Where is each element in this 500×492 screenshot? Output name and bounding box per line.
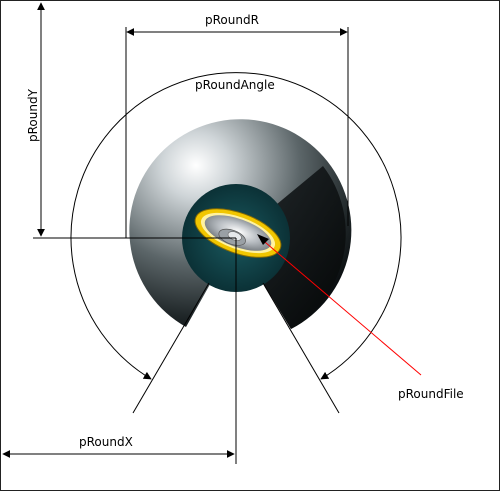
knob-shadow (236, 166, 346, 329)
speaker-icon (194, 208, 282, 258)
round-angle-arc (70, 72, 402, 380)
file-pointer-arrowhead (257, 234, 269, 245)
angle-ray-left (132, 282, 210, 414)
label-round-y: pRoundY (26, 88, 40, 142)
file-pointer-line (258, 236, 422, 376)
label-round-r: pRoundR (205, 13, 259, 27)
label-round-angle: pRoundAngle (195, 78, 275, 92)
angle-ray-right (262, 282, 340, 414)
label-round-file: pRoundFile (398, 387, 464, 401)
label-round-x: pRoundX (79, 435, 133, 449)
